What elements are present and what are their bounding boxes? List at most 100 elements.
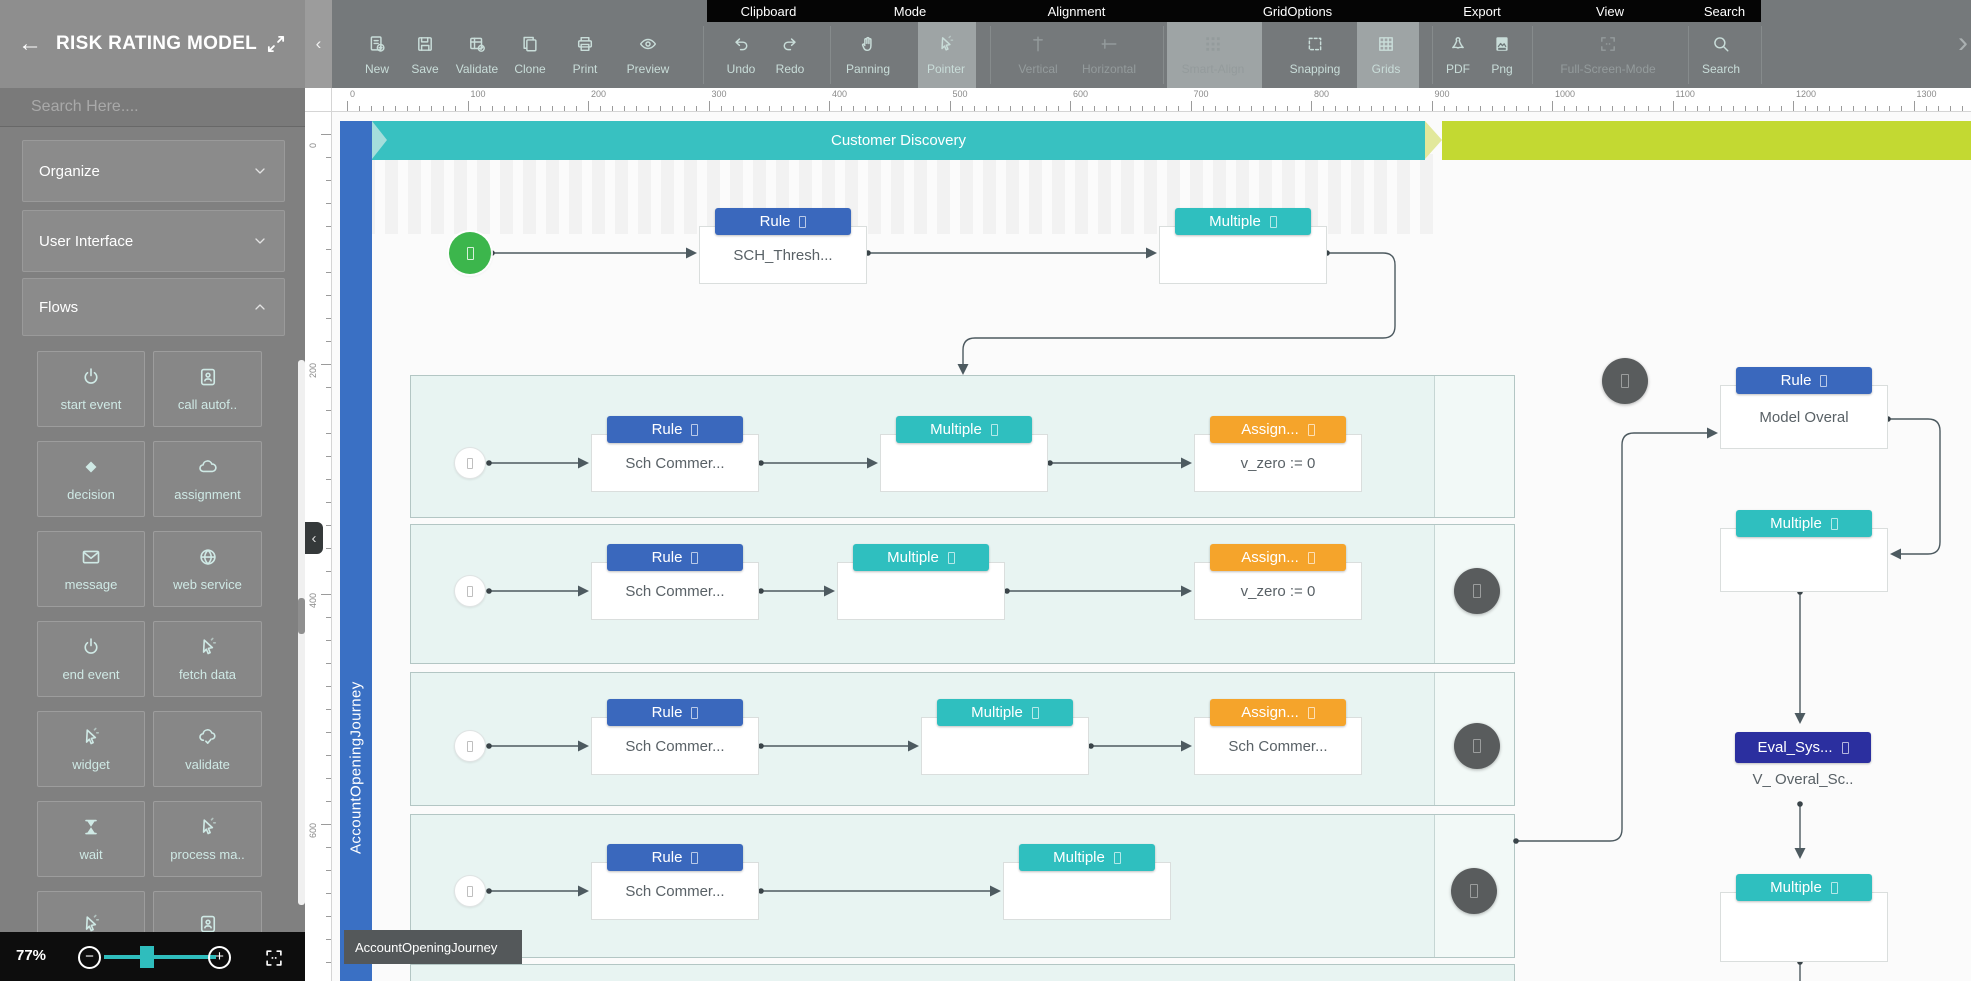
node-header-icon[interactable]: [1830, 517, 1838, 530]
fit-screen-icon[interactable]: [264, 948, 284, 968]
grids-button[interactable]: Grids: [1353, 24, 1419, 86]
start-event-node[interactable]: [449, 232, 491, 274]
sidebar-collapse-handle[interactable]: ‹: [305, 522, 323, 554]
palette-item-assignment[interactable]: assignment: [153, 441, 262, 517]
collapsed-branch-node[interactable]: [1454, 568, 1500, 614]
eval-system-node[interactable]: Eval_Sys... V_ Overal_Sc..: [1719, 732, 1887, 788]
palette-item-fetch-data[interactable]: fetch data: [153, 621, 262, 697]
full-screen-mode-button[interactable]: Full-Screen-Mode: [1543, 24, 1673, 86]
multiple-node-top[interactable]: Multiple: [1159, 208, 1327, 284]
expand-arrows-icon[interactable]: [265, 33, 287, 55]
print-button[interactable]: Print: [552, 24, 618, 86]
phase-header-next[interactable]: [1442, 121, 1971, 160]
png-button[interactable]: Png: [1469, 24, 1535, 86]
multiple-node-bottom[interactable]: Multiple: [1720, 874, 1888, 962]
smart-align-button[interactable]: Smart-Align: [1180, 24, 1246, 86]
back-arrow-icon[interactable]: ←: [18, 30, 42, 57]
vertical-button[interactable]: Vertical: [1005, 24, 1071, 86]
pdf-button[interactable]: PDF: [1425, 24, 1491, 86]
sidebar-scrollbar[interactable]: [298, 360, 305, 905]
assignment-node-row3[interactable]: Assign... Sch Commer...: [1194, 699, 1362, 775]
node-header-icon[interactable]: [1820, 374, 1828, 387]
rule-node-row2[interactable]: Rule Sch Commer...: [591, 544, 759, 620]
collapsed-branch-node[interactable]: [1451, 868, 1497, 914]
rule-node-row4[interactable]: Rule Sch Commer...: [591, 844, 759, 920]
node-header-icon[interactable]: [947, 551, 955, 564]
assignment-node-row1[interactable]: Assign... v_zero := 0: [1194, 416, 1362, 492]
palette-item-process-ma-[interactable]: process ma..: [153, 801, 262, 877]
preview-button[interactable]: Preview: [615, 24, 681, 86]
node-header-icon[interactable]: [1841, 741, 1849, 754]
palette-item-start-event[interactable]: start event: [37, 351, 145, 427]
new-button[interactable]: New: [344, 24, 410, 86]
row-start-node[interactable]: [454, 575, 486, 607]
redo-button[interactable]: Redo: [757, 24, 823, 86]
palette-item-web-service[interactable]: web service: [153, 531, 262, 607]
scrollbar-thumb[interactable]: [298, 598, 305, 634]
node-header-icon[interactable]: [990, 423, 998, 436]
node-header-icon[interactable]: [691, 423, 699, 436]
node-header-icon[interactable]: [1830, 881, 1838, 894]
tab-view[interactable]: View: [1596, 3, 1624, 19]
zoom-slider-thumb[interactable]: [140, 946, 154, 968]
horizontal-button[interactable]: Horizontal: [1076, 24, 1142, 86]
node-header-icon[interactable]: [1307, 551, 1315, 564]
node-header-icon[interactable]: [799, 215, 807, 228]
palette-item-decision[interactable]: decision: [37, 441, 145, 517]
node-header-icon[interactable]: [1307, 706, 1315, 719]
tab-mode[interactable]: Mode: [893, 3, 927, 19]
scroll-right-chevron[interactable]: ›: [1958, 26, 1968, 59]
accordion-user-interface[interactable]: User Interface: [22, 210, 285, 272]
search-button[interactable]: Search: [1688, 24, 1754, 86]
save-button[interactable]: Save: [392, 24, 458, 86]
diagram-canvas[interactable]: AccountOpeningJourney Customer Discovery: [332, 112, 1971, 981]
clone-button[interactable]: Clone: [497, 24, 563, 86]
search-input[interactable]: [0, 98, 260, 116]
panning-button[interactable]: Panning: [835, 24, 901, 86]
flow-row-5[interactable]: [410, 964, 1515, 981]
palette-item-end-event[interactable]: end event: [37, 621, 145, 697]
rule-node-row1[interactable]: Rule Sch Commer...: [591, 416, 759, 492]
row-start-node[interactable]: [454, 730, 486, 762]
tab-clipboard[interactable]: Clipboard: [740, 3, 797, 19]
palette-item-message[interactable]: message: [37, 531, 145, 607]
node-header-icon[interactable]: [691, 551, 699, 564]
validate-button[interactable]: Validate: [444, 24, 510, 86]
node-header-icon[interactable]: [1113, 851, 1121, 864]
pointer-button[interactable]: Pointer: [913, 24, 979, 86]
accordion-organize[interactable]: Organize: [22, 140, 285, 202]
palette-item-call-autof-[interactable]: call autof..: [153, 351, 262, 427]
node-header-icon[interactable]: [1031, 706, 1039, 719]
node-header-icon[interactable]: [691, 706, 699, 719]
multiple-node-row2[interactable]: Multiple: [837, 544, 1005, 620]
tab-search[interactable]: Search: [1703, 3, 1746, 19]
rule-node-model-overall[interactable]: Rule Model Overal: [1720, 367, 1888, 449]
multiple-node-row1[interactable]: Multiple: [880, 416, 1048, 492]
ribbon-collapse-chevron[interactable]: ‹: [305, 0, 332, 88]
palette-item-widget[interactable]: widget: [37, 711, 145, 787]
phase-header-customer-discovery[interactable]: Customer Discovery: [372, 121, 1425, 160]
tab-alignment[interactable]: Alignment: [1047, 3, 1106, 19]
rule-node-sch-threshold[interactable]: Rule SCH_Thresh...: [699, 208, 867, 284]
rule-node-row3[interactable]: Rule Sch Commer...: [591, 699, 759, 775]
snapping-button[interactable]: Snapping: [1282, 24, 1348, 86]
zoom-slider-track[interactable]: [104, 955, 216, 959]
row-start-node[interactable]: [454, 447, 486, 479]
palette-item-wait[interactable]: wait: [37, 801, 145, 877]
accordion-flows[interactable]: Flows: [22, 278, 285, 336]
zoom-out-button[interactable]: −: [78, 946, 101, 969]
tab-gridoptions[interactable]: GridOptions: [1262, 3, 1333, 19]
node-header-icon[interactable]: [1269, 215, 1277, 228]
multiple-node-right[interactable]: Multiple: [1720, 510, 1888, 592]
node-header-icon[interactable]: [691, 851, 699, 864]
assignment-node-row2[interactable]: Assign... v_zero := 0: [1194, 544, 1362, 620]
multiple-node-row3[interactable]: Multiple: [921, 699, 1089, 775]
palette-item-validate[interactable]: validate: [153, 711, 262, 787]
multiple-node-row4[interactable]: Multiple: [1003, 844, 1171, 920]
zoom-in-button[interactable]: +: [208, 946, 231, 969]
node-header-icon[interactable]: [1307, 423, 1315, 436]
collapsed-branch-node[interactable]: [1602, 358, 1648, 404]
journey-lane-strip[interactable]: [340, 121, 372, 981]
row-start-node[interactable]: [454, 875, 486, 907]
undo-button[interactable]: Undo: [708, 24, 774, 86]
